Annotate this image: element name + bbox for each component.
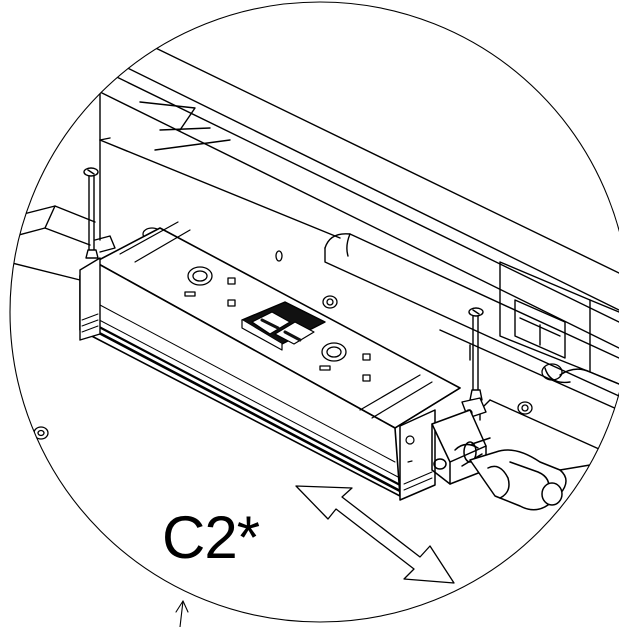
- leader-arrow: [175, 600, 189, 627]
- socket-upper: [184, 266, 236, 307]
- socket-lower: [319, 342, 371, 382]
- detail-label: C2*: [162, 504, 260, 571]
- mounting-screw-right: [461, 307, 487, 419]
- desk-frame: [10, 37, 619, 459]
- magnifier-circle: [9, 1, 619, 623]
- slide-direction-arrow: [295, 485, 455, 584]
- rocker-switches: [241, 301, 326, 351]
- mounting-screw-left: [83, 167, 116, 259]
- power-strip: [79, 221, 461, 501]
- cable-connector: [431, 409, 591, 511]
